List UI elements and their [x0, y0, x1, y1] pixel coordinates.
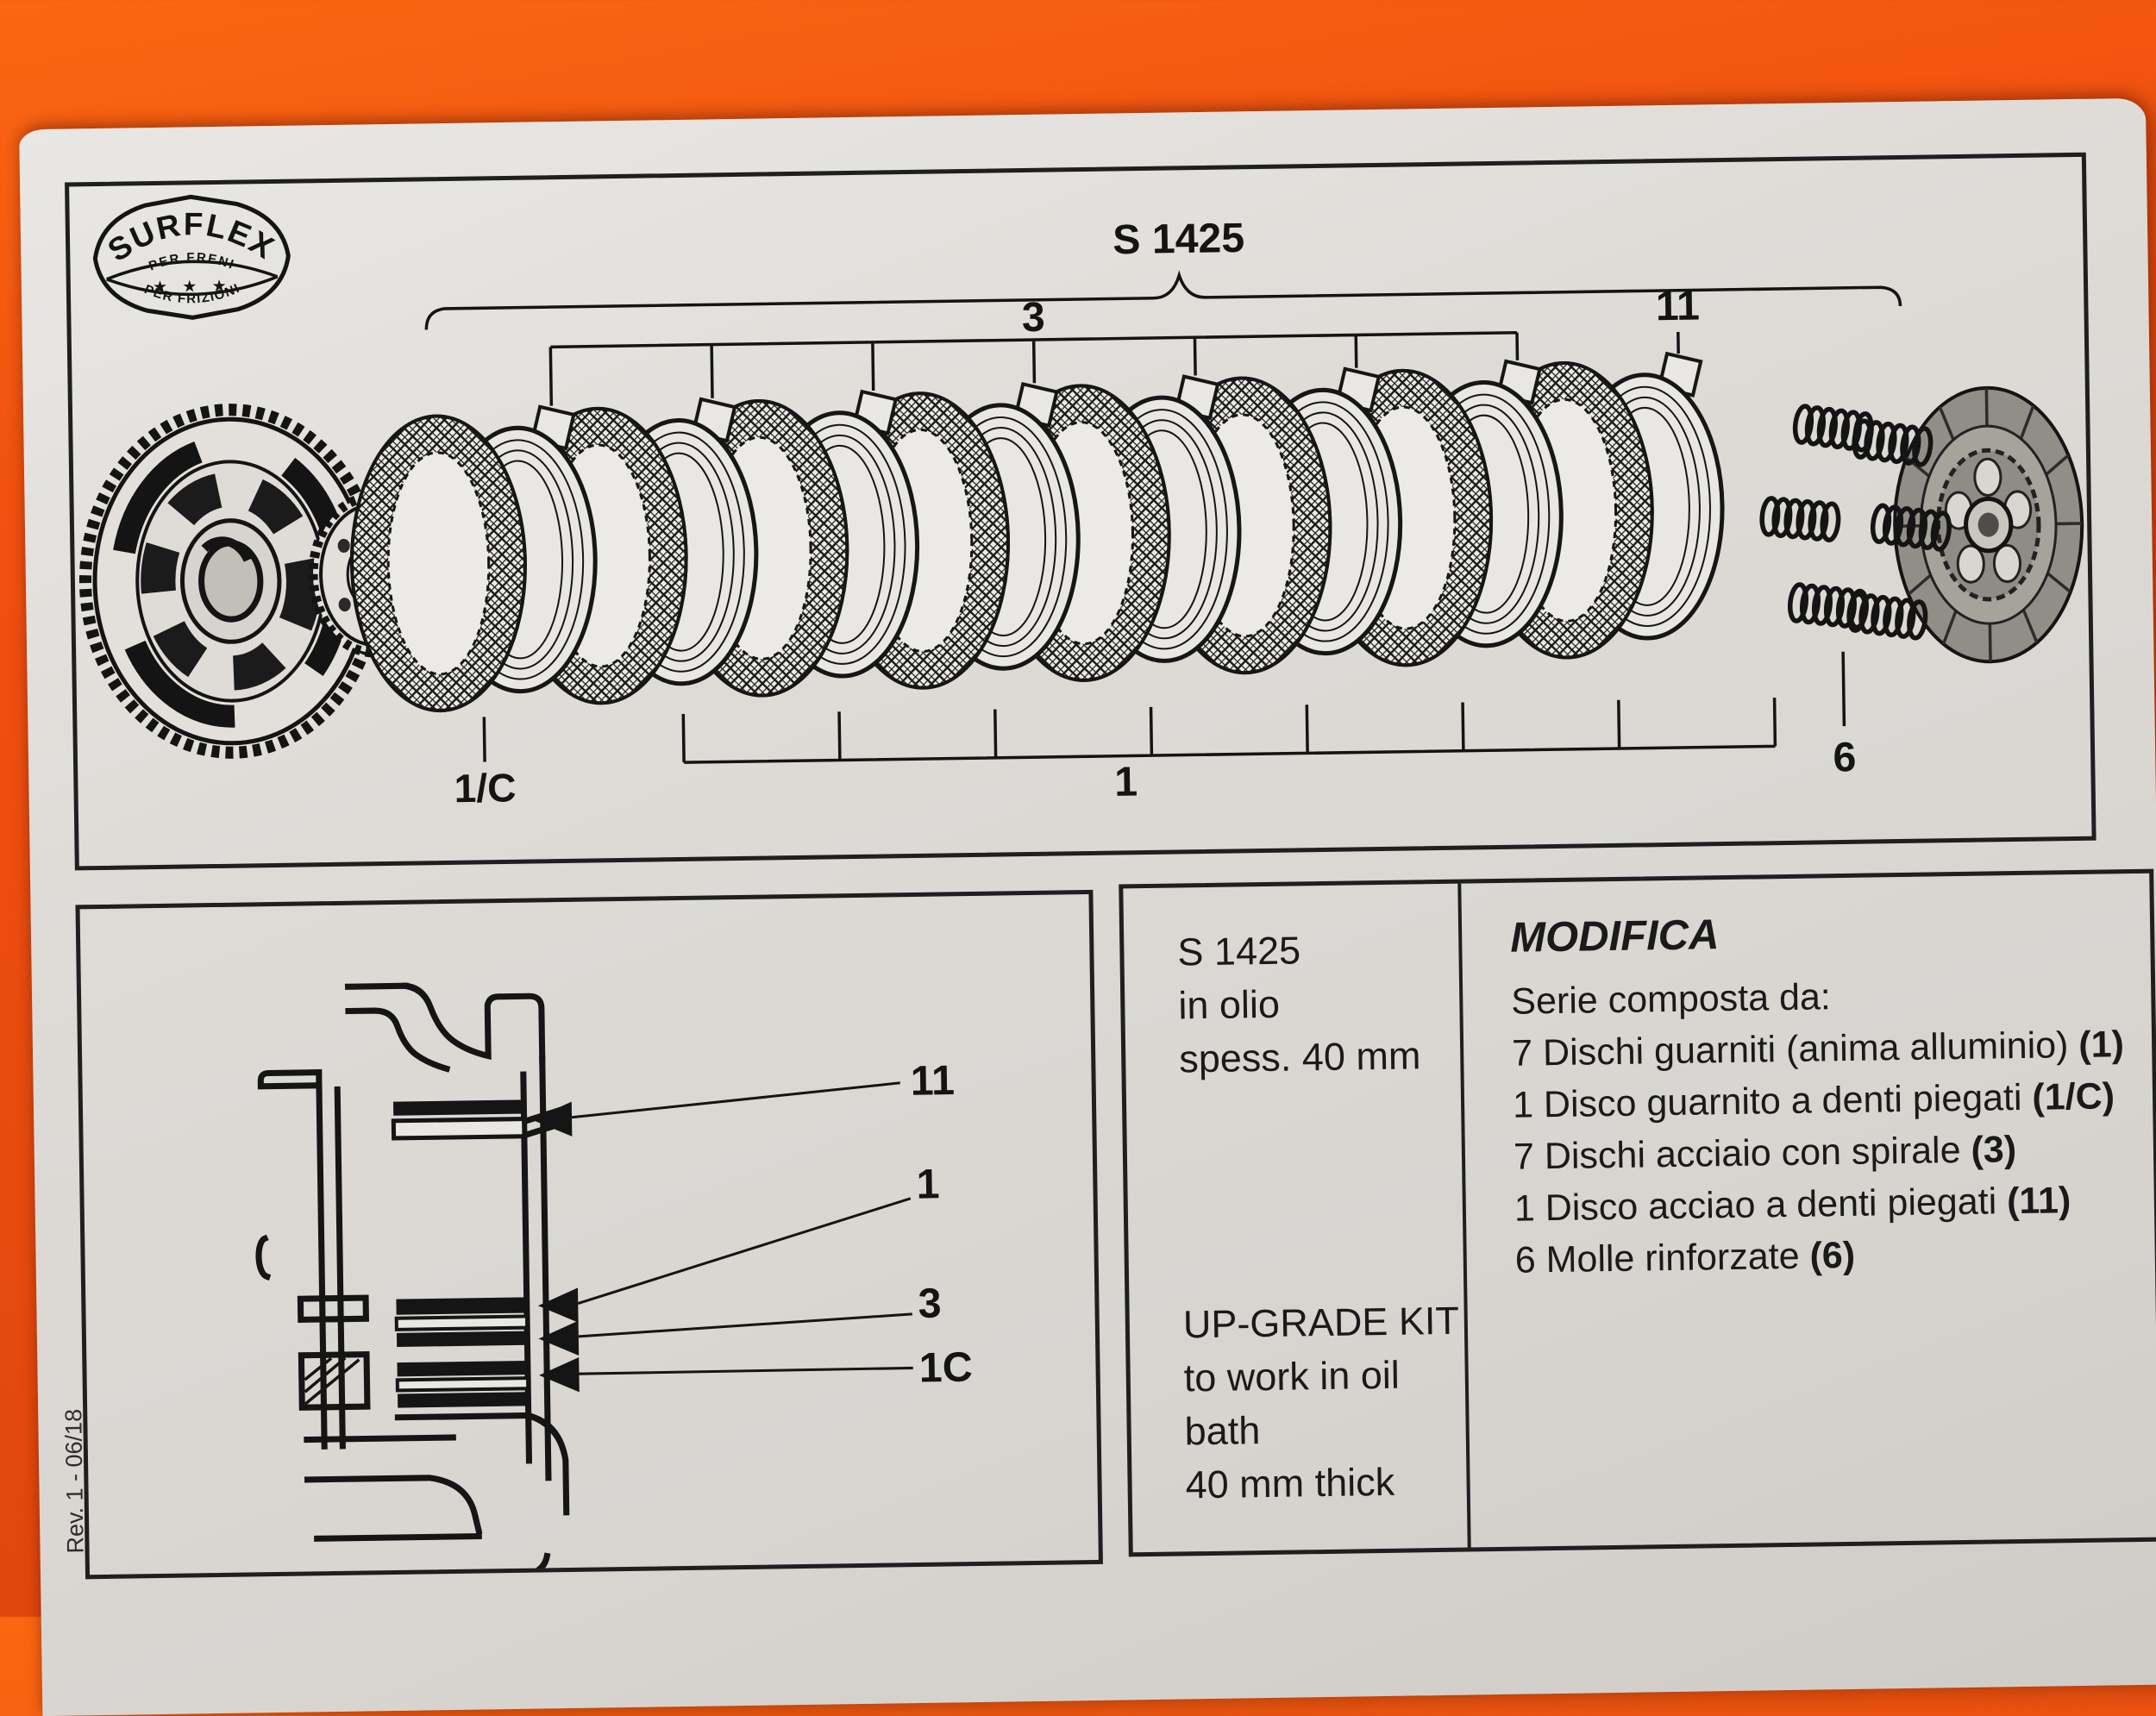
label-11: 11: [1655, 283, 1700, 330]
modifica-heading: MODIFICA: [1510, 903, 2151, 964]
label-3: 3: [1021, 294, 1045, 341]
section-housing: [254, 984, 567, 1575]
parts-list-item: 7 Dischi guarniti (anima alluminio) (1): [1512, 1018, 2153, 1080]
section-label-1c: 1C: [918, 1344, 973, 1392]
spec-column: S 1425 in olio spess. 40 mm UP-GRADE KIT…: [1123, 884, 1470, 1553]
section-arrows: [531, 1102, 579, 1393]
kit-line1: UP-GRADE KIT: [1182, 1294, 1464, 1352]
modifica-column: MODIFICA Serie composta da: 7 Dischi gua…: [1461, 874, 2156, 1548]
diagram-title: S 1425: [1112, 215, 1245, 263]
label-1c: 1/C: [454, 765, 517, 811]
modifica-subheading: Serie composta da:: [1511, 967, 2152, 1028]
parts-list-item: 1 Disco guarnito a denti piegati (1/C): [1513, 1070, 2153, 1131]
friction-bent-line: [484, 717, 485, 761]
section-callout-lines: [572, 1083, 913, 1375]
section-disc-packs: [393, 1099, 529, 1407]
exploded-diagram: S 1425 3 11 1/C 1 6: [69, 157, 2091, 867]
instruction-sheet: SURFLEX PER FRENI ★ ★ ★ PER FRIZIONI: [19, 98, 2156, 1716]
spec-model: S 1425: [1177, 922, 1459, 980]
section-label-1: 1: [916, 1161, 940, 1207]
cross-section-diagram: 11 1 3 1C: [80, 894, 1099, 1575]
info-panel: S 1425 in olio spess. 40 mm UP-GRADE KIT…: [1119, 869, 2156, 1557]
parts-list-item: 1 Disco acciao a denti piegati (11): [1514, 1174, 2154, 1235]
rev-note: Rev. 1 - 06/18: [60, 1409, 89, 1554]
kit-line3: 40 mm thick: [1185, 1455, 1467, 1512]
kit-line2: to work in oil bath: [1183, 1348, 1466, 1459]
springs-line: [1843, 652, 1844, 726]
section-label-3: 3: [918, 1280, 942, 1326]
cross-section-panel: 11 1 3 1C: [75, 890, 1102, 1579]
spec-line2: in olio: [1178, 975, 1460, 1033]
friction-discs-bracket: [683, 698, 1775, 762]
disc-stack: [349, 353, 1725, 711]
section-label-11: 11: [910, 1057, 955, 1105]
parts-list-item: 7 Dischi acciaio con spirale (3): [1514, 1122, 2154, 1183]
exploded-diagram-panel: SURFLEX PER FRENI ★ ★ ★ PER FRIZIONI: [65, 153, 2096, 871]
spec-line3: spess. 40 mm: [1179, 1029, 1461, 1087]
label-1: 1: [1114, 759, 1138, 805]
parts-list-item: 6 Molle rinforzate (6): [1514, 1225, 2155, 1287]
label-6: 6: [1833, 734, 1857, 780]
